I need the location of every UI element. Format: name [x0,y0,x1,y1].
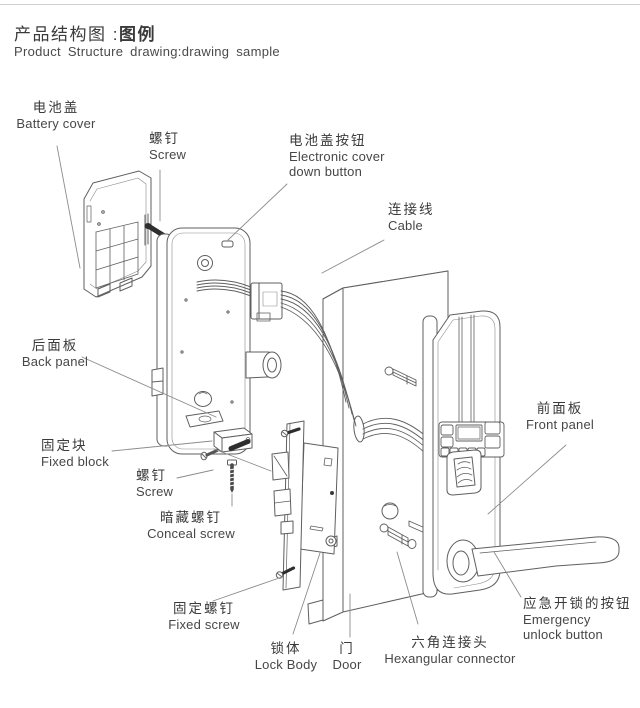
label-hex-connector-cjk: 六角连接头 [411,635,489,650]
cable-drawing [196,279,283,322]
leader-screw-mid [176,469,214,479]
leader-battery-cover [56,145,81,269]
label-lock-body: 锁体 Lock Body [248,641,324,672]
label-hex-connector-en: Hexangular connector [384,651,516,666]
leader-screw-mid-2 [213,448,272,472]
label-screw-mid: 螺钉 Screw [136,468,173,499]
label-screw-mid-cjk: 螺钉 [136,468,167,483]
label-emergency-button-en2: unlock button [523,627,603,642]
label-door-en: Door [332,657,362,672]
label-conceal-screw: 暗藏螺钉 Conceal screw [138,510,244,541]
label-fixed-block-en: Fixed block [41,454,109,469]
leader-hex-connector [396,551,419,625]
label-screw-top: 螺钉 Screw [149,131,186,162]
label-back-panel-cjk: 后面板 [31,338,79,353]
fixed-screw-top-drawing [280,427,301,438]
leader-cover-button [227,183,288,241]
label-cover-button: 电池盖按钮 Electronic cover down button [289,133,385,179]
label-cover-button-cjk: 电池盖按钮 [289,133,367,148]
label-fixed-screw: 固定螺钉 Fixed screw [164,601,244,632]
label-conceal-screw-en: Conceal screw [147,526,235,541]
front-handle-drawing [446,536,620,583]
back-panel-drawing [151,227,282,455]
label-cable-en: Cable [388,218,423,233]
leader-lines [56,145,567,638]
label-door-cjk: 门 [339,641,355,656]
label-cable: 连接线 Cable [388,202,435,233]
page-subtitle: Product Structure drawing:drawing sample [14,44,280,59]
label-conceal-screw-cjk: 暗藏螺钉 [160,510,222,525]
hexangular-connector-drawing [379,366,426,549]
leader-fixed-screw [212,576,283,602]
leader-back-panel [81,356,217,418]
label-screw-top-en: Screw [149,147,187,162]
label-hex-connector: 六角连接头 Hexangular connector [378,635,522,666]
label-battery-cover: 电池盖 Battery cover [8,100,104,131]
page-title-text: 产品结构图 : [14,25,119,44]
leader-fixed-block [111,440,213,452]
fixed-block-drawing [200,427,253,461]
block-screw-right-drawing [228,439,251,451]
fingerprint-reader-drawing [446,449,482,496]
lock-body-drawing [271,420,339,591]
block-screw-left-drawing [200,449,219,461]
leader-front-panel [487,444,567,515]
label-lock-body-cjk: 锁体 [270,641,302,656]
label-fixed-block: 固定块 Fixed block [41,438,109,469]
conceal-screw-drawing [227,459,237,493]
label-fixed-block-cjk: 固定块 [41,438,88,453]
label-cable-cjk: 连接线 [388,202,435,217]
top-border-line [0,4,640,5]
label-cover-button-en2: down button [289,164,363,179]
label-fixed-screw-en: Fixed screw [168,617,240,632]
label-emergency-button-cjk: 应急开锁的按钮 [523,596,632,611]
label-lock-body-en: Lock Body [254,657,318,672]
leader-emergency-button [493,551,522,598]
battery-cover-drawing [83,170,152,298]
label-cover-button-en1: Electronic cover [289,149,385,164]
label-screw-mid-en: Screw [136,484,174,499]
label-back-panel: 后面板 Back panel [10,338,100,369]
cover-button-drawing [221,240,234,248]
label-front-panel-cjk: 前面板 [536,401,584,416]
page-title-emphasis: 图例 [118,25,156,44]
label-back-panel-en: Back panel [21,354,89,369]
front-panel-drawing [422,310,620,598]
label-front-panel-en: Front panel [526,417,594,432]
label-front-panel: 前面板 Front panel [518,401,602,432]
label-screw-top-cjk: 螺钉 [149,131,180,146]
label-emergency-button: 应急开锁的按钮 Emergency unlock button [523,596,632,642]
label-battery-cover-en: Battery cover [16,116,96,131]
leader-lock-body [292,552,321,635]
cable-wires-drawing [280,290,429,457]
keypad-drawing [438,421,505,458]
label-door: 门 Door [326,641,368,672]
label-battery-cover-cjk: 电池盖 [32,100,80,115]
door-hole-drawing [381,502,399,520]
page-title: 产品结构图 :图例 [14,20,156,45]
label-fixed-screw-cjk: 固定螺钉 [173,601,235,616]
label-emergency-button-en1: Emergency [523,612,591,627]
leader-cable [321,239,385,274]
